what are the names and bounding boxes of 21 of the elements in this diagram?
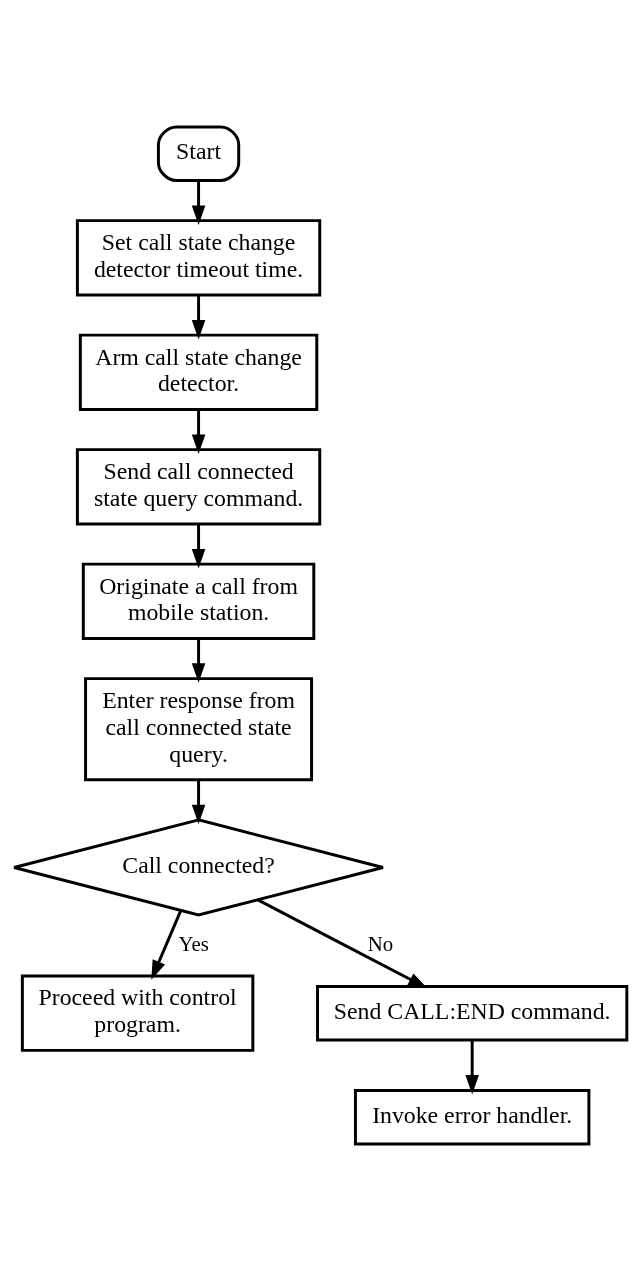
arrow	[191, 779, 206, 824]
node-box: Start	[156, 124, 241, 182]
node-box: Send call connected state query command.	[75, 447, 322, 525]
arrow	[257, 898, 428, 988]
node-box: Invoke error handler.	[353, 1088, 591, 1146]
node-diamond: Call connected?	[12, 817, 385, 917]
arrow	[191, 523, 206, 568]
edge-label: No	[367, 931, 394, 956]
edge-label: Yes	[178, 931, 209, 956]
node-box: Enter response from call connected state query.	[84, 676, 314, 781]
node-box: Originate a call from mobile station.	[81, 562, 316, 640]
arrow	[191, 409, 206, 454]
node-box: Arm call state change detector.	[78, 333, 319, 411]
node-box: Proceed with control program.	[20, 974, 255, 1052]
arrow	[191, 638, 206, 683]
arrow	[151, 909, 183, 980]
arrow	[465, 1039, 479, 1094]
arrow	[191, 180, 206, 225]
arrow	[191, 294, 206, 339]
node-box: Send CALL:END command.	[316, 984, 629, 1041]
node-box: Set call state change detector timeout time.	[75, 218, 322, 296]
